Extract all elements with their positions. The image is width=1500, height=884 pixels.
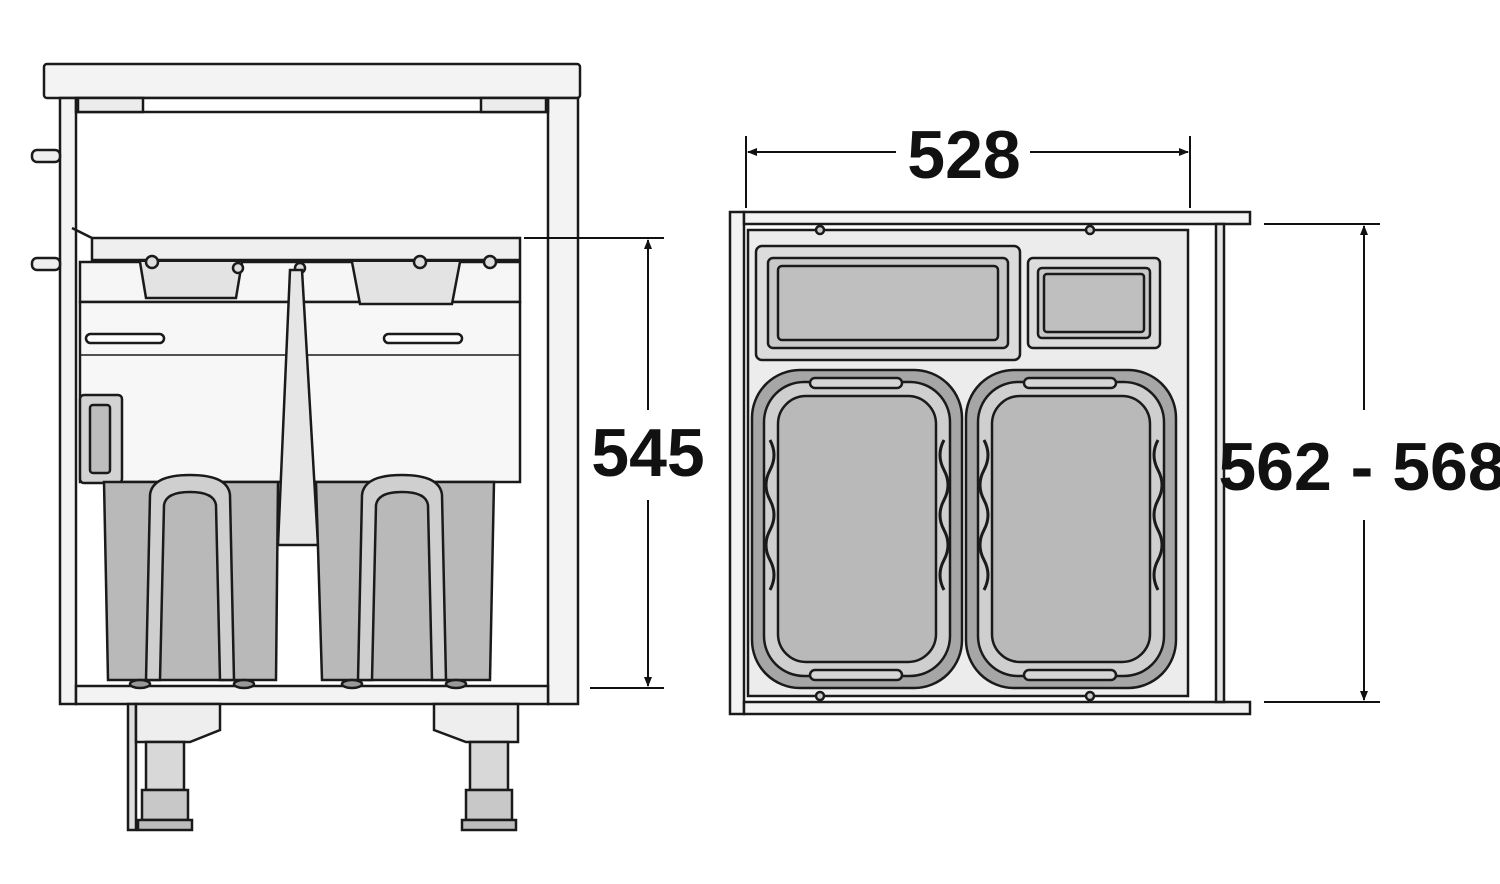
top-view [728,210,1252,716]
leg-right [468,740,510,792]
top-frame-right-side [1214,222,1226,704]
cabinet-right-wall [546,96,580,706]
front-slot-right [382,332,464,345]
hinge-pin-lower [30,256,62,272]
top-frame-front-rail [742,210,1252,226]
width-dimension-label: 528 [907,117,1020,193]
bin-right [314,480,496,682]
height-dimension-label: 545 [591,415,704,491]
width-dimension [745,136,1191,208]
cabinet-left-wall [58,96,78,706]
cabinet-top-rail [74,96,550,114]
height-dimension [524,237,664,689]
depth-dimension [1264,223,1380,703]
side-view [30,62,582,832]
leg-left [144,740,186,792]
pullout-lid [90,236,522,262]
depth-dimension-label: 562 - 568 [1218,429,1500,505]
leg-bracket-left [134,702,222,744]
cabinet-bottom-shelf [74,684,550,706]
top-frame-back-rail [742,700,1252,716]
bin-right-handle [356,473,448,682]
foot-left [136,818,194,832]
tray-lip-right [350,261,462,306]
foot-right [460,818,518,832]
front-slot-left [84,332,166,345]
leg-bracket-right [432,702,520,744]
corner-block-right [479,96,548,114]
countertop [42,62,582,100]
corner-block-left [76,96,145,114]
plinth-panel [126,702,138,832]
top-frame-left-side [728,210,746,716]
bin-left-handle [144,473,236,682]
tray-lip-left [138,261,244,300]
hinge-pin-upper [30,148,62,164]
bin-left [102,480,280,682]
